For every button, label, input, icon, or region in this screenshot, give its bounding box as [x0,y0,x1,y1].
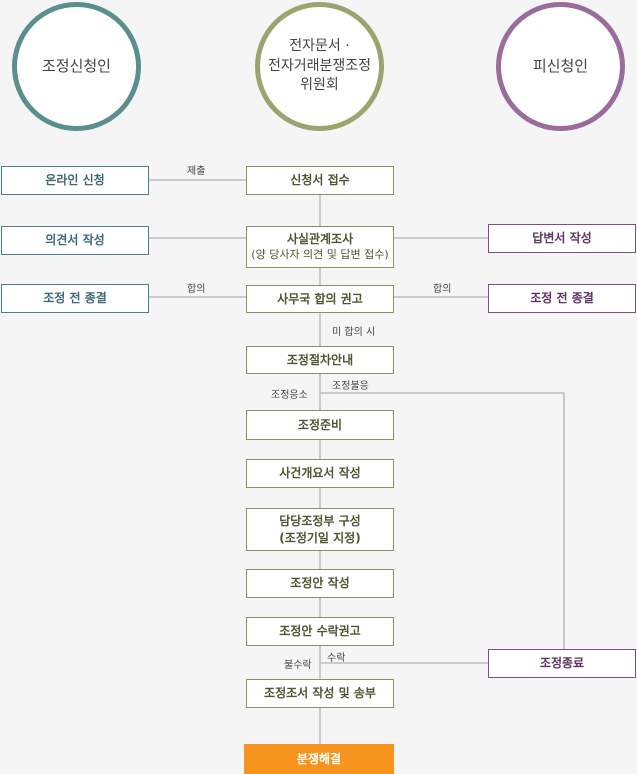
answer-writing-box: 답변서 작성 [488,224,636,253]
case-summary-label: 사건개요서 작성 [279,466,361,481]
label-agree-right: 합의 [433,284,452,295]
draft-proposal-box: 조정안 작성 [246,569,394,598]
panel-formation-label: 담당조정부 구성 [279,514,361,529]
dispute-resolved-box: 분쟁해결 [244,744,394,774]
applicant-pre-end-label: 조정 전 종결 [43,291,107,306]
receipt-label: 신청서 접수 [290,173,350,188]
acceptance-recommend-label: 조정안 수락권고 [279,624,361,639]
mediation-prep-box: 조정준비 [246,410,394,440]
procedure-guide-label: 조정절차안내 [286,352,354,367]
agreement-advice-box: 사무국 합의 권고 [246,285,394,313]
fact-finding-box: 사실관계조사 (양 당사자 의견 및 답변 접수) [246,226,394,268]
answer-writing-label: 답변서 작성 [532,231,592,246]
applicant-circle: 조정신청인 [12,2,141,131]
agreement-advice-label: 사무국 합의 권고 [277,291,363,306]
opinion-writing-label: 의견서 작성 [45,233,105,248]
label-agree-left: 합의 [187,284,206,295]
record-issue-box: 조정조서 작성 및 송부 [246,679,394,708]
committee-label-line2: 전자거래분쟁조정 [267,57,372,74]
mediation-closed-box: 조정종료 [488,649,636,678]
applicant-label: 조정신청인 [41,57,111,75]
label-refuse-mediation: 조정불응 [332,381,369,392]
opinion-writing-box: 의견서 작성 [1,226,149,255]
respondent-label: 피신청인 [532,57,589,75]
label-accept: 수락 [327,653,346,664]
online-application-box: 온라인 신청 [1,166,149,195]
committee-label-line3: 위원회 [300,77,339,94]
respondent-pre-end-label: 조정 전 종결 [530,291,594,306]
panel-formation-box: 담당조정부 구성 (조정기일 지정) [246,508,394,551]
mediation-closed-label: 조정종료 [539,656,585,671]
line-refuse-route [320,392,565,649]
record-issue-label: 조정조서 작성 및 송부 [264,686,376,701]
case-summary-box: 사건개요서 작성 [246,459,394,488]
mediation-prep-label: 조정준비 [297,417,343,432]
acceptance-recommend-box: 조정안 수락권고 [246,617,394,646]
applicant-pre-end-box: 조정 전 종결 [1,284,149,313]
label-no-agreement: 미 합의 시 [332,327,376,338]
respondent-pre-end-box: 조정 전 종결 [488,284,636,313]
panel-formation-sub: (조정기일 지정) [279,530,361,545]
online-application-label: 온라인 신청 [45,173,105,188]
fact-finding-label: 사실관계조사 [286,232,354,247]
receipt-box: 신청서 접수 [246,166,394,195]
draft-proposal-label: 조정안 작성 [290,576,350,591]
label-not-accept: 불수락 [284,660,312,671]
label-submit: 제출 [187,166,206,177]
label-accept-mediation: 조정응소 [271,390,308,401]
procedure-guide-box: 조정절차안내 [246,346,394,374]
dispute-resolved-label: 분쟁해결 [296,751,342,766]
respondent-circle: 피신청인 [496,2,625,131]
fact-finding-sub: (양 당사자 의견 및 답변 접수) [251,247,389,261]
committee-label-line1: 전자문서 · [289,38,350,55]
committee-circle: 전자문서 · 전자거래분쟁조정 위원회 [255,2,384,131]
